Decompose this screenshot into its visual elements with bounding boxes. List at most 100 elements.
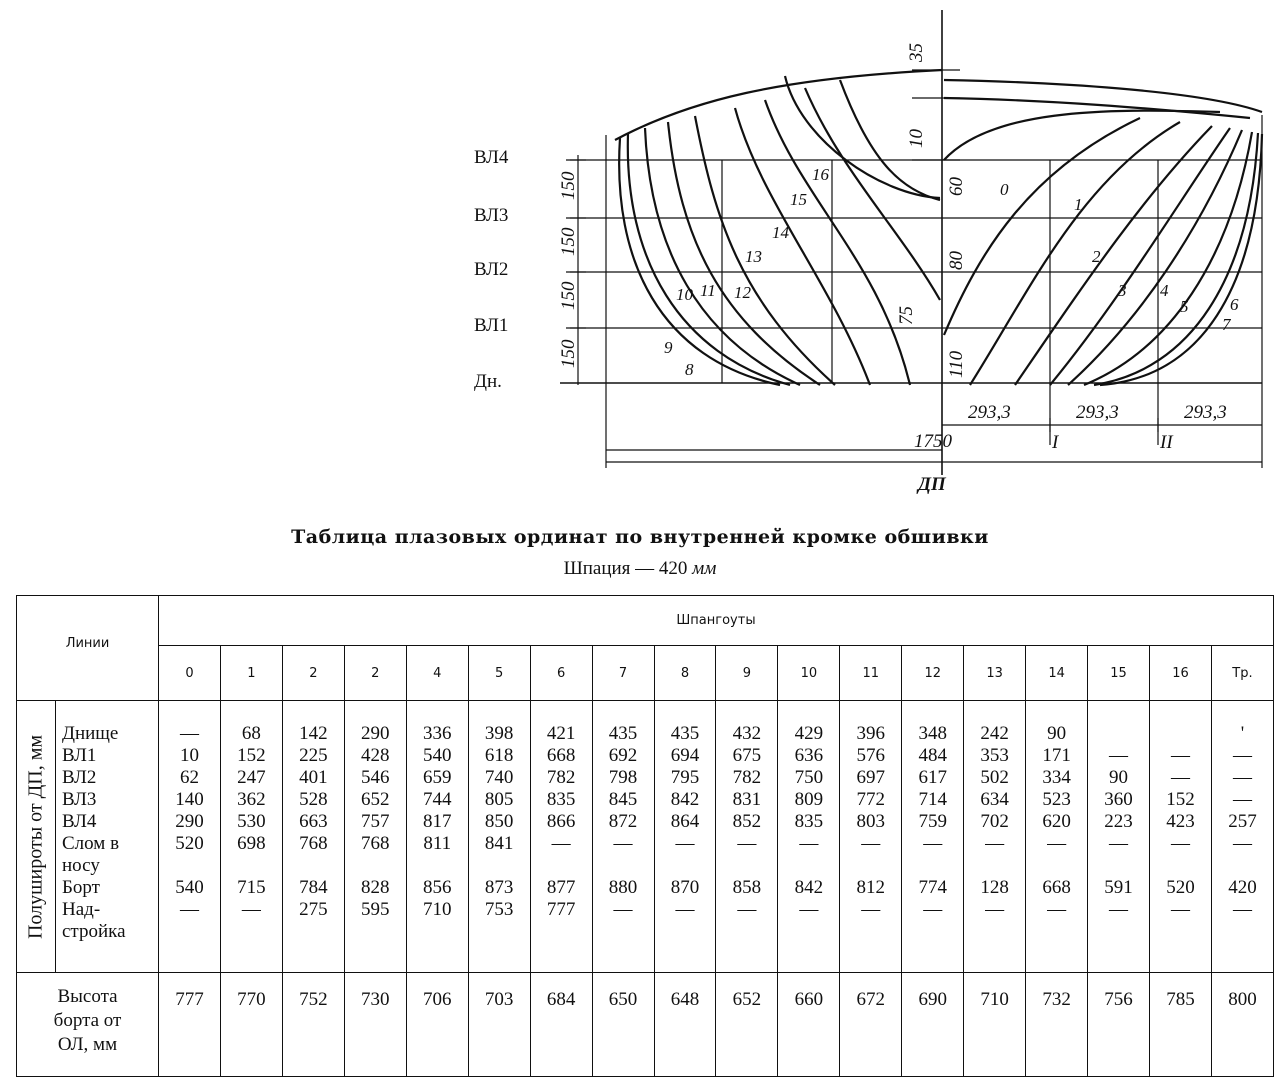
section-9 xyxy=(626,133,791,387)
cell-value: 634 xyxy=(980,789,1009,810)
dim-150-d: 150 xyxy=(558,339,579,368)
cell-value xyxy=(593,855,654,877)
cell-value xyxy=(531,921,592,943)
height-value-11: 672 xyxy=(839,972,903,1077)
cell-value: 242 xyxy=(980,723,1009,744)
cell-value: 845 xyxy=(608,789,638,810)
cell-value: 803 xyxy=(856,811,886,832)
cell-value: 171 xyxy=(1042,745,1071,766)
cell-value xyxy=(469,921,530,943)
cell-value: 710 xyxy=(422,899,452,920)
cell-value: — xyxy=(1047,899,1067,920)
cell-value: 62 xyxy=(179,767,199,788)
cell-value xyxy=(1088,855,1149,877)
label-dp: ДП xyxy=(916,474,947,495)
row-name: стройка xyxy=(62,921,126,942)
cell-value xyxy=(1150,921,1211,943)
cell-value: — xyxy=(1170,833,1190,854)
frame-header-2: 2 xyxy=(281,645,345,701)
cell-value: 784 xyxy=(299,877,328,898)
section-10 xyxy=(643,127,801,387)
wl-label-1: ВЛ1 xyxy=(474,315,509,336)
cell-value: 774 xyxy=(918,877,947,898)
dim-110: 110 xyxy=(946,350,967,378)
sheer-fwd xyxy=(943,78,1263,114)
cell-value: — xyxy=(1170,745,1190,766)
cell-value: 694 xyxy=(670,745,700,766)
cell-value: — xyxy=(737,899,757,920)
cell-value: 880 xyxy=(608,877,638,898)
section-12 xyxy=(693,115,836,386)
cell-value xyxy=(1212,855,1273,877)
cell-value: 668 xyxy=(1042,877,1071,898)
cell-value xyxy=(221,921,282,943)
cell-value: 809 xyxy=(794,789,824,810)
row-name: ВЛ2 xyxy=(62,767,97,788)
frame-header-14: 14 xyxy=(1025,645,1089,701)
section-6 xyxy=(1093,132,1260,387)
height-value-13: 710 xyxy=(963,972,1027,1077)
cell-value: 715 xyxy=(237,877,266,898)
cell-value: — xyxy=(737,833,757,854)
aft-sections xyxy=(614,68,943,387)
cell-value xyxy=(902,921,963,943)
height-label-line: борта от xyxy=(53,1010,122,1031)
section-0 xyxy=(942,117,1141,336)
dim-ticks xyxy=(570,69,1159,432)
cell-value: 247 xyxy=(237,767,266,788)
station-label-8: 8 xyxy=(685,360,694,379)
table-subtitle: Шпация — 420 мм xyxy=(0,558,1280,580)
cell-value xyxy=(655,921,716,943)
dim-80: 80 xyxy=(946,251,967,271)
cell-value: 225 xyxy=(299,745,328,766)
cell-value xyxy=(345,921,406,943)
dim-10: 10 xyxy=(906,129,927,149)
sheer-aft xyxy=(614,68,943,141)
cell-value xyxy=(964,855,1025,877)
cell-value: 750 xyxy=(794,767,824,788)
cell-value: 740 xyxy=(484,767,514,788)
deckhouse-fwd xyxy=(943,96,1251,120)
cell-value: — xyxy=(861,899,881,920)
dim-1750: 1750 xyxy=(914,431,953,452)
cell-value: — xyxy=(1170,899,1190,920)
cell-value: 864 xyxy=(670,811,700,832)
cell-value: 852 xyxy=(732,811,762,832)
row-name: носу xyxy=(62,855,100,876)
cell-value: 257 xyxy=(1228,811,1257,832)
cell-value: 850 xyxy=(484,811,514,832)
cell-value xyxy=(655,855,716,877)
cell-value: 428 xyxy=(361,745,390,766)
height-value-4: 706 xyxy=(405,972,469,1077)
cell-value: — xyxy=(241,899,261,920)
cell-value xyxy=(778,921,839,943)
dim-150-c: 150 xyxy=(558,281,579,310)
cell-value: 835 xyxy=(794,811,824,832)
cell-value: — xyxy=(613,833,633,854)
spacing-unit: мм xyxy=(692,558,717,579)
cell-value: 334 xyxy=(1042,767,1071,788)
cell-value: 528 xyxy=(299,789,328,810)
cell-value: 872 xyxy=(608,811,638,832)
cell-value: 523 xyxy=(1042,789,1071,810)
height-value-8: 648 xyxy=(653,972,717,1077)
cell-value: — xyxy=(799,899,819,920)
cell-value: 675 xyxy=(732,745,762,766)
table-title: Таблица плазовых ординат по внутренней к… xyxy=(291,526,989,548)
cell-value: 772 xyxy=(856,789,886,810)
cell-value xyxy=(345,855,406,877)
cell-value: 668 xyxy=(546,745,576,766)
height-value-9: 652 xyxy=(715,972,779,1077)
frame-header-17: Тр. xyxy=(1210,645,1275,701)
cell-value xyxy=(778,855,839,877)
vertical-label-cell: Полушироты от ДП, мм xyxy=(16,700,56,973)
section-4 xyxy=(1067,129,1244,386)
cell-value: — xyxy=(1232,767,1252,788)
